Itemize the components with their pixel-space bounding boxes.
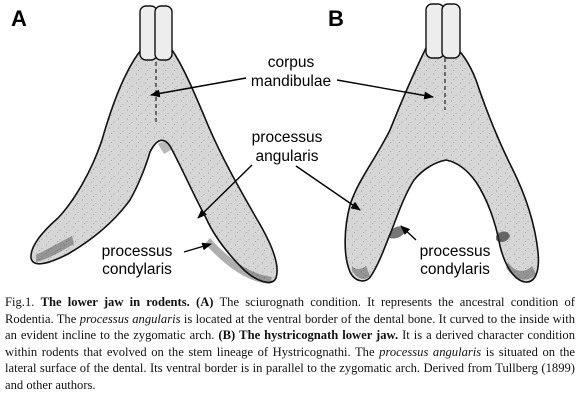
arrow-corpus-to-b bbox=[336, 79, 434, 100]
incisor-a-right bbox=[154, 5, 173, 61]
caption-b-marker: (B) bbox=[218, 328, 236, 343]
label-corpus-line2: mandibulae bbox=[251, 73, 331, 90]
arrow-condylaris-to-a bbox=[183, 242, 212, 253]
label-condylaris-a-line2: condylaris bbox=[102, 261, 172, 278]
mandible-a-bone bbox=[30, 49, 278, 284]
label-condylaris-b-line1: processus bbox=[420, 243, 491, 260]
incisor-b-right bbox=[441, 3, 461, 59]
label-angularis-line1: processus bbox=[252, 129, 323, 146]
caption-text-2: is located at the ventral border of the … bbox=[5, 311, 576, 343]
label-processus-condylaris-b: processus condylaris bbox=[420, 243, 491, 278]
arrow-corpus-to-a bbox=[150, 77, 247, 98]
label-processus-condylaris-a: processus condylaris bbox=[102, 243, 173, 278]
caption-text-1: The sciurognath condition. It represents… bbox=[5, 295, 576, 326]
mandible-b bbox=[344, 3, 540, 283]
label-condylaris-b-line2: condylaris bbox=[420, 261, 490, 278]
panel-letter-a: A bbox=[11, 6, 27, 31]
arrow-angularis-to-a bbox=[197, 164, 253, 219]
caption-b-title: The hystricognath lower jaw. bbox=[239, 328, 399, 343]
label-condylaris-a-line1: processus bbox=[102, 243, 173, 260]
label-angularis-line2: angularis bbox=[256, 148, 319, 165]
caption-text-4: is situated on the lateral surface of th… bbox=[5, 344, 575, 392]
lower-jaw-figure: A B corpus mandibulae processus angulari… bbox=[11, 3, 540, 284]
arrow-condylaris-to-b bbox=[400, 225, 417, 241]
panel-letter-b: B bbox=[328, 6, 344, 31]
caption-a-marker: (A) bbox=[196, 295, 214, 309]
caption-term-angularis-1: processus angularis bbox=[79, 311, 181, 326]
caption-term-angularis-2: processus angularis bbox=[379, 344, 482, 359]
label-corpus-line1: corpus bbox=[268, 54, 315, 71]
caption-title: The lower jaw in rodents. bbox=[40, 295, 190, 309]
label-corpus-mandibulae: corpus mandibulae bbox=[251, 54, 331, 90]
figure-caption: Fig.1. The lower jaw in rodents. (A) The… bbox=[5, 294, 575, 394]
caption-fig-number: Fig.1. bbox=[5, 295, 35, 309]
caption-text-3: It is a derived character condition with… bbox=[5, 328, 576, 359]
mandible-b-bone bbox=[344, 43, 540, 283]
arrow-angularis-to-b bbox=[295, 165, 361, 211]
label-processus-angularis: processus angularis bbox=[252, 129, 323, 165]
